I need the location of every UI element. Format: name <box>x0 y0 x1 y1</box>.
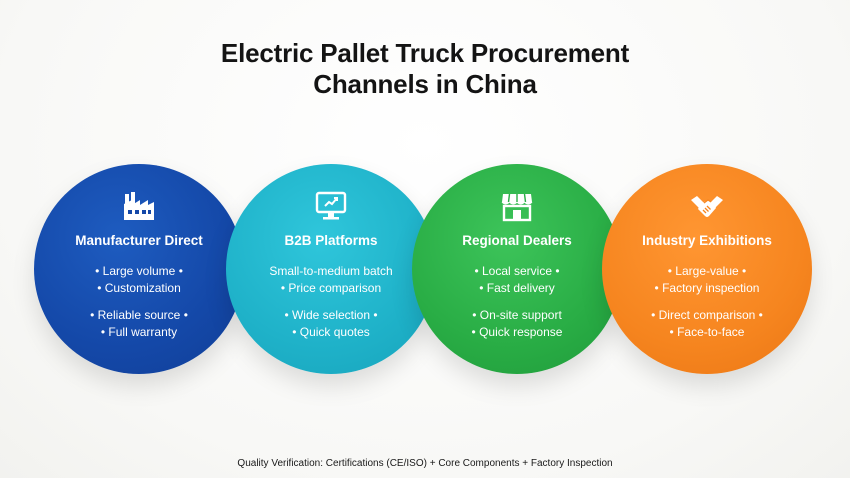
feature-item: • Factory inspection <box>654 281 760 295</box>
handshake-icon <box>602 190 812 222</box>
feature-item: • Direct comparison • <box>651 308 763 322</box>
feature-item: • Wide selection • <box>284 308 378 322</box>
feature-group: Small-to-medium batch • Price comparison <box>226 263 436 297</box>
factory-icon <box>34 190 244 222</box>
feature-group: • On-site support • Quick response <box>412 307 622 341</box>
channel-title: Manufacturer Direct <box>75 233 203 248</box>
feature-item: • Large volume • <box>95 264 183 278</box>
feature-group: • Local service • • Fast delivery <box>412 263 622 297</box>
feature-item: • Quick quotes <box>292 325 370 339</box>
feature-item: • Face-to-face <box>669 325 745 339</box>
page-title: Electric Pallet Truck Procurement Channe… <box>0 38 850 100</box>
feature-item: • Customization <box>97 281 181 295</box>
feature-group: • Wide selection • • Quick quotes <box>226 307 436 341</box>
title-line-1: Electric Pallet Truck Procurement <box>220 38 630 68</box>
feature-item: • On-site support <box>472 308 562 322</box>
monitor-icon <box>226 190 436 222</box>
storefront-icon <box>412 190 622 222</box>
feature-item: Small-to-medium batch <box>269 264 393 278</box>
quality-verification-note: Quality Verification: Certifications (CE… <box>237 458 613 469</box>
channel-b2b-platforms: B2B Platforms Small-to-medium batch • Pr… <box>226 164 436 374</box>
channel-title: Regional Dealers <box>462 233 572 248</box>
feature-item: • Quick response <box>471 325 563 339</box>
feature-item: • Reliable source • <box>90 308 188 322</box>
feature-item: • Local service • <box>474 264 560 278</box>
feature-item: • Large-value • <box>667 264 747 278</box>
channel-industry-exhibitions: Industry Exhibitions • Large-value • • F… <box>602 164 812 374</box>
feature-group: • Direct comparison • • Face-to-face <box>602 307 812 341</box>
title-line-2: Channels in China <box>313 69 537 99</box>
channel-title: B2B Platforms <box>284 233 378 248</box>
feature-item: • Fast delivery <box>479 281 555 295</box>
channel-title: Industry Exhibitions <box>642 233 772 248</box>
feature-group: • Reliable source • • Full warranty <box>34 307 244 341</box>
feature-group: • Large-value • • Factory inspection <box>602 263 812 297</box>
channel-regional-dealers: Regional Dealers • Local service • • Fas… <box>412 164 622 374</box>
feature-item: • Price comparison <box>280 281 382 295</box>
feature-group: • Large volume • • Customization <box>34 263 244 297</box>
feature-item: • Full warranty <box>100 325 178 339</box>
channel-manufacturer-direct: Manufacturer Direct • Large volume • • C… <box>34 164 244 374</box>
